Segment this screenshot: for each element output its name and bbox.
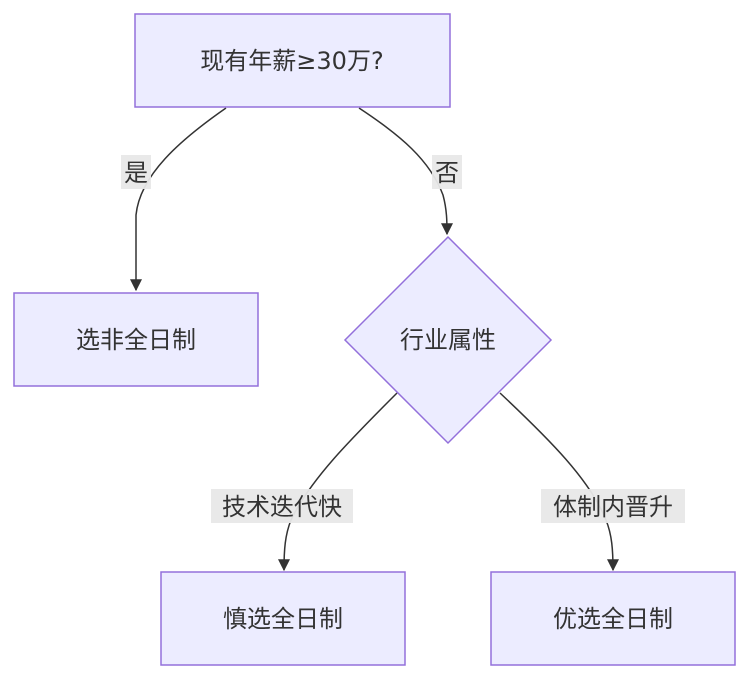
edge-salary-to-nonfulltime (130, 107, 227, 292)
node-cautious-fulltime[interactable]: 慎选全日制 (160, 571, 406, 666)
svg-text:否: 否 (435, 159, 459, 187)
node-preferred-fulltime[interactable]: 优选全日制 (490, 571, 736, 666)
edge-industry-to-preferred (499, 392, 619, 572)
node-non-fulltime[interactable]: 选非全日制 (13, 292, 259, 387)
edge-label-yes: 是 (121, 155, 151, 189)
svg-text:选非全日制: 选非全日制 (76, 326, 196, 354)
svg-text:现有年薪≥30万?: 现有年薪≥30万? (200, 47, 383, 75)
svg-text:体制内晋升: 体制内晋升 (553, 493, 673, 521)
edge-label-system-promotion: 体制内晋升 (541, 489, 685, 523)
svg-text:是: 是 (124, 159, 148, 187)
svg-text:技术迭代快: 技术迭代快 (222, 493, 342, 521)
svg-text:慎选全日制: 慎选全日制 (223, 605, 343, 633)
edge-label-tech-fast: 技术迭代快 (211, 489, 353, 523)
svg-text:行业属性: 行业属性 (400, 326, 496, 354)
edge-label-no: 否 (432, 155, 462, 189)
svg-text:优选全日制: 优选全日制 (553, 605, 673, 633)
node-industry-type[interactable]: 行业属性 (343, 235, 553, 445)
node-salary-check[interactable]: 现有年薪≥30万? (134, 13, 451, 108)
edge-industry-to-cautious (278, 392, 398, 572)
